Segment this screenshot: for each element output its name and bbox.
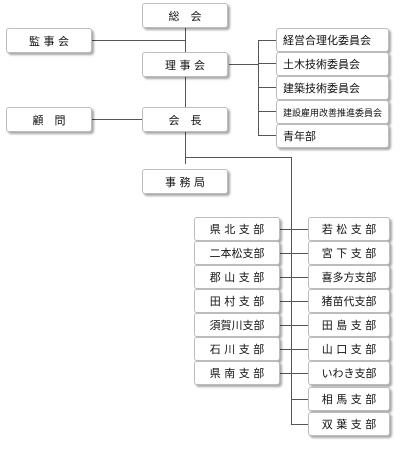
branch-nihonmatsu: 二本松支部	[194, 241, 280, 265]
branch-label: 石 川 支 部	[209, 343, 265, 356]
auditors-label: 監 事 会	[29, 34, 69, 48]
connector-branch-row-4	[280, 301, 308, 302]
connector-branch-row-2	[280, 253, 308, 254]
connector-branch-spine	[291, 157, 292, 425]
connector-committee-2	[258, 63, 276, 64]
branch-label: 双 葉 支 部	[321, 418, 377, 431]
branch-label: 相 馬 支 部	[321, 393, 377, 406]
board-box: 理 事 会	[142, 52, 228, 77]
branch-koriyama: 郡 山 支 部	[194, 265, 280, 289]
auditors-box: 監 事 会	[6, 28, 92, 53]
connector-committee-spine	[258, 40, 259, 136]
committee-civil-engineering: 土木技術委員会	[276, 52, 389, 76]
branch-wakamatsu: 若 松 支 部	[308, 217, 390, 241]
youth-division: 青年部	[276, 124, 389, 148]
committee-employment: 建設雇用改善推進委員会	[276, 100, 389, 124]
advisors-label: 顧 問	[32, 113, 66, 127]
connector-committee-5	[258, 135, 276, 136]
branch-tajima: 田 島 支 部	[308, 313, 390, 337]
connector-auditors	[92, 40, 185, 41]
branch-label: 須賀川支部	[209, 319, 265, 332]
connector-branch-row-7	[280, 373, 308, 374]
connector-committee-4	[258, 111, 276, 112]
committee-label: 建設雇用改善推進委員会	[283, 108, 383, 119]
branch-label: 猪苗代支部	[321, 295, 377, 308]
committee-architecture: 建築技術委員会	[276, 76, 389, 100]
general-assembly-label: 総 会	[168, 9, 202, 23]
connector-committee-1	[258, 40, 276, 41]
general-assembly-box: 総 会	[142, 3, 228, 28]
branch-futaba: 双 葉 支 部	[308, 412, 390, 436]
branch-label: 喜多方支部	[321, 271, 377, 284]
connector-branch-row-1	[280, 229, 308, 230]
branch-sukagawa: 須賀川支部	[194, 313, 280, 337]
branch-label: 田 村 支 部	[209, 295, 265, 308]
committee-label: 青年部	[283, 130, 316, 143]
branch-inawashiro: 猪苗代支部	[308, 289, 390, 313]
branch-kennan: 県 南 支 部	[194, 361, 280, 385]
secretariat-label: 事 務 局	[165, 175, 205, 189]
board-label: 理 事 会	[165, 58, 205, 72]
connector-branch-row-9	[291, 424, 308, 425]
connector-advisors	[92, 119, 142, 120]
branch-miyashita: 宮 下 支 部	[308, 241, 390, 265]
branch-label: 郡 山 支 部	[209, 271, 265, 284]
branch-label: 宮 下 支 部	[321, 247, 377, 260]
connector-branch-row-6	[280, 349, 308, 350]
branch-label: いわき支部	[321, 367, 377, 380]
branch-label: 若 松 支 部	[321, 223, 377, 236]
connector-branch-row-3	[280, 277, 308, 278]
committee-label: 建築技術委員会	[283, 82, 360, 95]
branch-yamaguchi: 山 口 支 部	[308, 337, 390, 361]
branch-soma: 相 馬 支 部	[308, 387, 390, 411]
committee-label: 土木技術委員会	[283, 58, 360, 71]
committee-management: 経営合理化委員会	[276, 28, 389, 52]
chairman-box: 会 長	[142, 107, 228, 132]
committee-label: 経営合理化委員会	[283, 34, 371, 47]
branch-label: 山 口 支 部	[321, 343, 377, 356]
connector-branch-row-8	[291, 399, 308, 400]
secretariat-box: 事 務 局	[142, 169, 228, 194]
advisors-box: 顧 問	[6, 107, 92, 132]
connector-chairman-branches	[185, 157, 291, 158]
chairman-label: 会 長	[168, 113, 202, 127]
branch-kitakata: 喜多方支部	[308, 265, 390, 289]
branch-label: 二本松支部	[209, 247, 265, 260]
connector-committee-3	[258, 87, 276, 88]
branch-tamura: 田 村 支 部	[194, 289, 280, 313]
branch-iwaki: いわき支部	[308, 361, 390, 385]
branch-label: 県 北 支 部	[209, 223, 265, 236]
connector-chairman-down	[185, 132, 186, 164]
connector-branch-row-5	[280, 325, 308, 326]
branch-label: 田 島 支 部	[321, 319, 377, 332]
branch-label: 県 南 支 部	[209, 367, 265, 380]
branch-kenpoku: 県 北 支 部	[194, 217, 280, 241]
branch-ishikawa: 石 川 支 部	[194, 337, 280, 361]
connector-board-committees	[229, 64, 258, 65]
